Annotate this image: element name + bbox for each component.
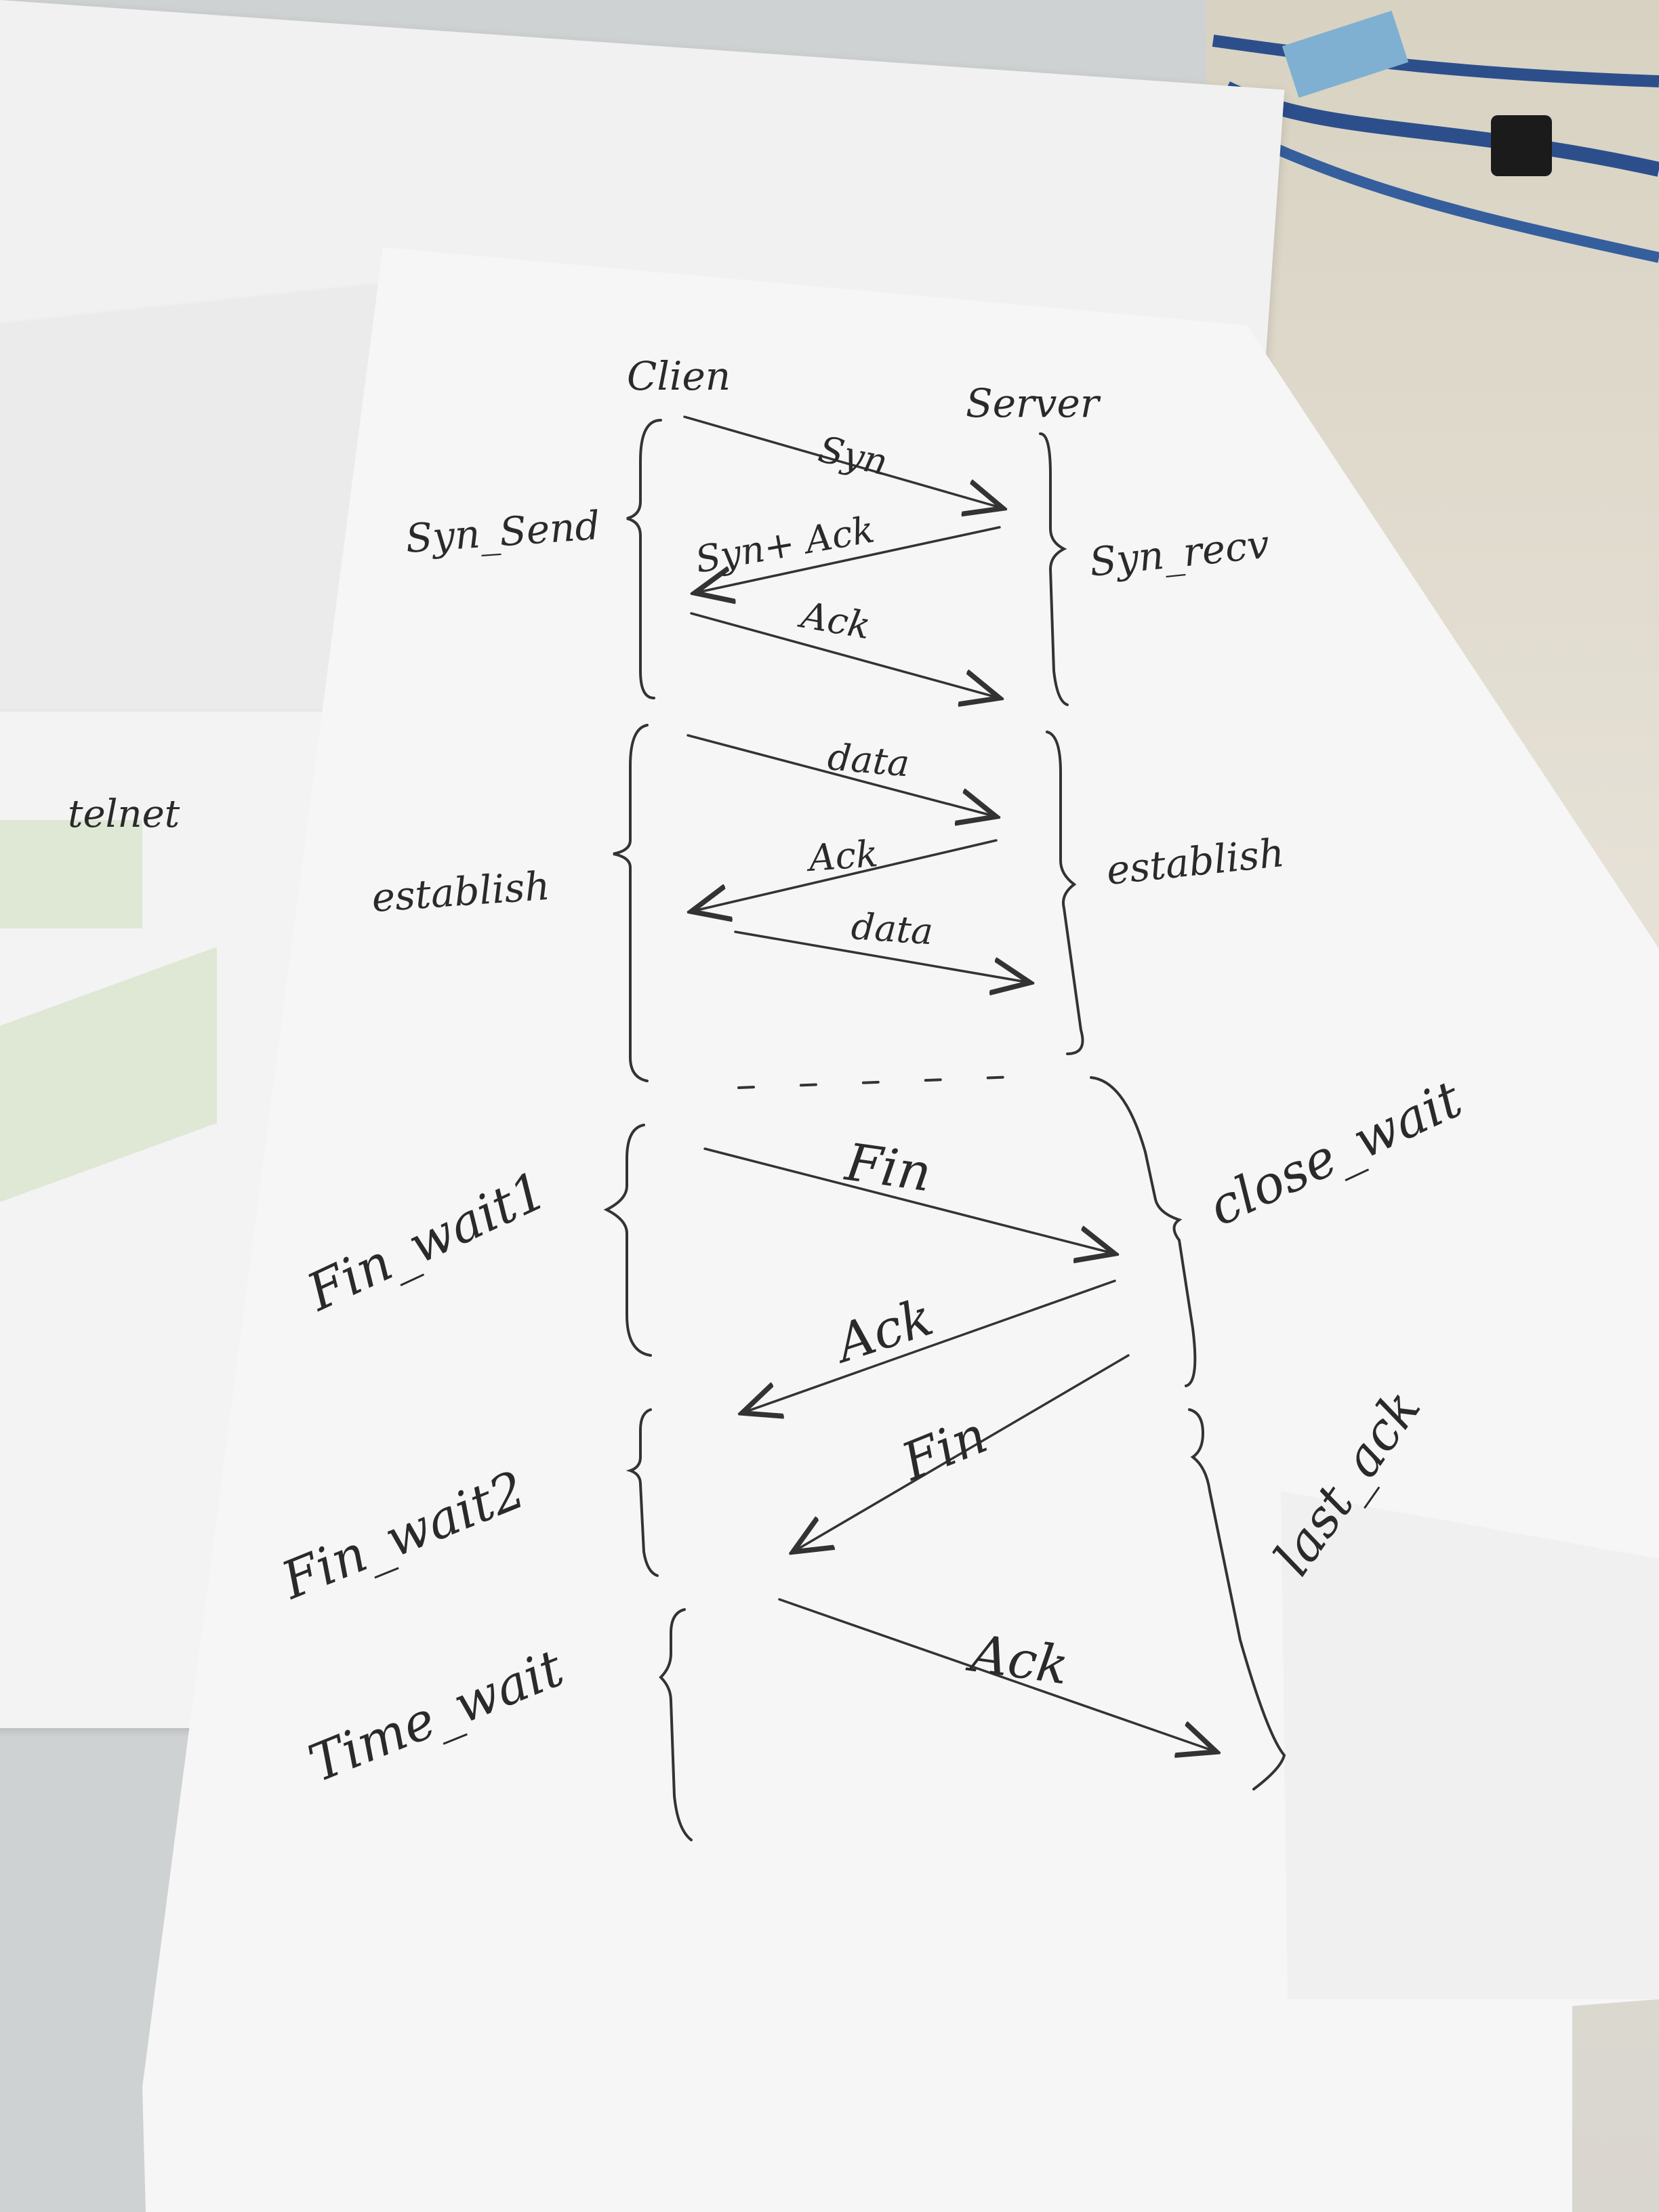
arrow-fin-client [703,1147,1115,1254]
server-header: Server [966,380,1101,426]
arrow-ack-final [778,1598,1216,1752]
msg-ack-final: Ack [964,1622,1072,1696]
message-arrows [683,415,1216,1752]
arrow-fin-server [793,1354,1130,1552]
brace-close-wait [1090,1076,1197,1387]
arrow-data-2 [734,930,1030,983]
msg-ack-data: Ack [804,832,880,880]
client-header: Clien [627,353,731,399]
msg-data-1: data [826,735,912,785]
brace-time-wait [659,1608,693,1841]
brace-syn-recv [1039,432,1069,706]
server-braces [1039,432,1286,1790]
arrow-ack-server [742,1279,1116,1413]
client-braces [603,419,693,1841]
arrow-syn-ack [695,526,1001,593]
green-highlight [0,820,142,928]
msg-fin-client: Fin [841,1131,935,1203]
brace-fin-wait2 [626,1408,659,1577]
arrow-ack-handshake [690,612,1000,698]
main-paper-sheet [142,247,1659,2212]
arrow-data-1 [687,734,996,817]
brace-syn-send [626,419,662,699]
brace-fin-wait1 [603,1124,652,1357]
brace-last-ack [1188,1408,1286,1790]
telnet-note: telnet [68,792,180,836]
arrow-syn [683,415,1003,508]
msg-data-2: data [850,905,935,953]
brace-establish-client [613,724,649,1082]
arrow-ack-data [691,839,998,912]
brace-establish-server [1046,731,1084,1055]
